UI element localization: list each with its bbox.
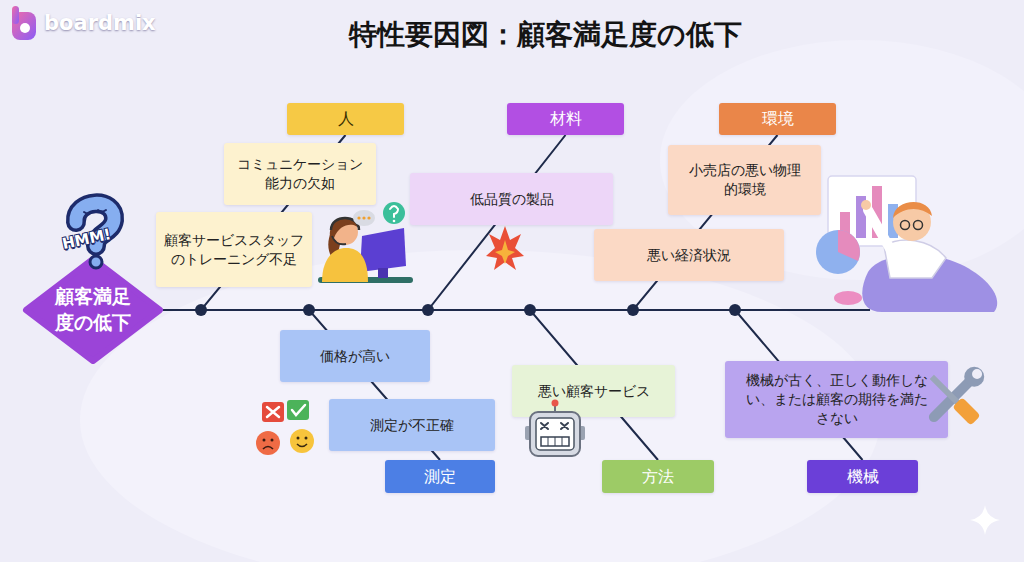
node-text: 顧客満足 度の低下 [51, 284, 135, 335]
wrench-jaw [970, 367, 984, 381]
pie-chart [816, 230, 860, 274]
question-mark-dot [90, 256, 102, 268]
node-text: 環境 [762, 108, 794, 130]
hand [861, 200, 871, 210]
screwdriver [927, 372, 981, 426]
category-box: 機械 [807, 460, 918, 493]
screwdriver-shaft [930, 375, 961, 406]
speech-bubble [353, 210, 375, 226]
pie-slice [838, 230, 860, 261]
cause-box: 顧客サービススタッフ のトレーニング不足 [156, 212, 312, 287]
cross-mark [267, 407, 279, 417]
node-text: 価格が高い [320, 347, 390, 366]
cause-box: 機械が古く、正しく動作しな い、または顧客の期待を満た さない [725, 361, 948, 438]
node-text: 人 [338, 108, 354, 130]
monitor [360, 228, 406, 272]
explosion-core [495, 240, 515, 264]
robot-teeth [548, 437, 562, 446]
node-text: 低品質の製品 [470, 190, 554, 209]
robot-eyes [541, 423, 568, 429]
glasses [914, 221, 923, 230]
sparkle [970, 505, 1000, 535]
frown [263, 447, 273, 450]
help-symbol [390, 206, 398, 217]
robot-teeth [541, 437, 569, 446]
junction-dot [422, 304, 434, 316]
diamond-outline [22, 255, 164, 365]
help-bubble [383, 202, 405, 224]
node-text: 材料 [550, 108, 582, 130]
bubble-dot [367, 216, 370, 219]
cause-box: 低品質の製品 [410, 173, 613, 225]
check-badge [287, 400, 309, 420]
junction-dot [627, 304, 639, 316]
robot-antenna-tip [552, 400, 559, 407]
screwdriver-handle [952, 397, 980, 425]
category-box: 方法 [602, 460, 714, 493]
logo-icon [12, 6, 19, 24]
sad-face [256, 431, 280, 455]
cause-box: 小売店の悪い物理 的環境 [668, 145, 821, 215]
junction-dot [303, 304, 315, 316]
junction-dot [524, 304, 536, 316]
wrench-head [960, 363, 988, 391]
happy-face [290, 429, 314, 453]
category-box: 環境 [719, 103, 836, 135]
node-text: 小売店の悪い物理 的環境 [686, 161, 803, 199]
diagram-title: 特性要因図：顧客満足度の低下 [240, 16, 850, 54]
hair [893, 202, 932, 218]
bubble-dot [362, 216, 365, 219]
closed-eyes [84, 210, 106, 214]
monitor-stand [378, 268, 388, 278]
robot-screen [536, 418, 574, 450]
help-symbol [393, 220, 396, 223]
wrench [923, 363, 988, 428]
cause-box: 測定が不正確 [329, 399, 495, 451]
node-text: 悪い経済状況 [647, 246, 731, 265]
category-box: 材料 [507, 103, 624, 135]
face-eye [263, 439, 266, 442]
face-eye [297, 437, 300, 440]
category-box: 人 [287, 103, 404, 135]
pointing-arm [868, 210, 892, 252]
logo-icon [20, 23, 30, 33]
face-eye [305, 437, 308, 440]
smile [297, 444, 307, 447]
node-text: 顧客サービススタッフ のトレーニング不足 [162, 231, 306, 269]
problem-diamond: 顧客満足 度の低下 [22, 255, 164, 365]
junction-dot [195, 304, 207, 316]
sound-text: HMM! [61, 225, 113, 253]
headset-mic [332, 236, 346, 244]
glasses [901, 221, 910, 230]
logo-wordmark: boardmix [44, 11, 156, 35]
node-text: 悪い顧客サービス [538, 382, 650, 401]
robot-head [530, 412, 580, 456]
shoe [834, 291, 862, 305]
cause-box: 価格が高い [280, 330, 430, 382]
node-text: 機械が古く、正しく動作しな い、または顧客の期待を満た さない [741, 371, 932, 428]
diamond-shape [26, 259, 160, 361]
cause-box: 悪い顧客サービス [512, 365, 675, 417]
cause-box: コミュニケーション 能力の欠如 [224, 143, 376, 205]
cause-box: 悪い経済状況 [594, 229, 784, 281]
node-text: 測定が不正確 [370, 416, 454, 435]
check-mark [292, 405, 305, 415]
category-box: 測定 [385, 460, 495, 493]
person-body [322, 248, 368, 282]
node-text: コミュニケーション 能力の欠如 [234, 155, 366, 193]
node-text: 測定 [424, 466, 456, 488]
explosion-icon [486, 226, 524, 270]
junction-dot [729, 304, 741, 316]
face-eye [271, 439, 274, 442]
fishbone-bone [164, 310, 658, 460]
cross-badge [262, 402, 284, 422]
bubble-dot [357, 216, 360, 219]
node-text: 方法 [642, 466, 674, 488]
node-text: 機械 [847, 466, 879, 488]
